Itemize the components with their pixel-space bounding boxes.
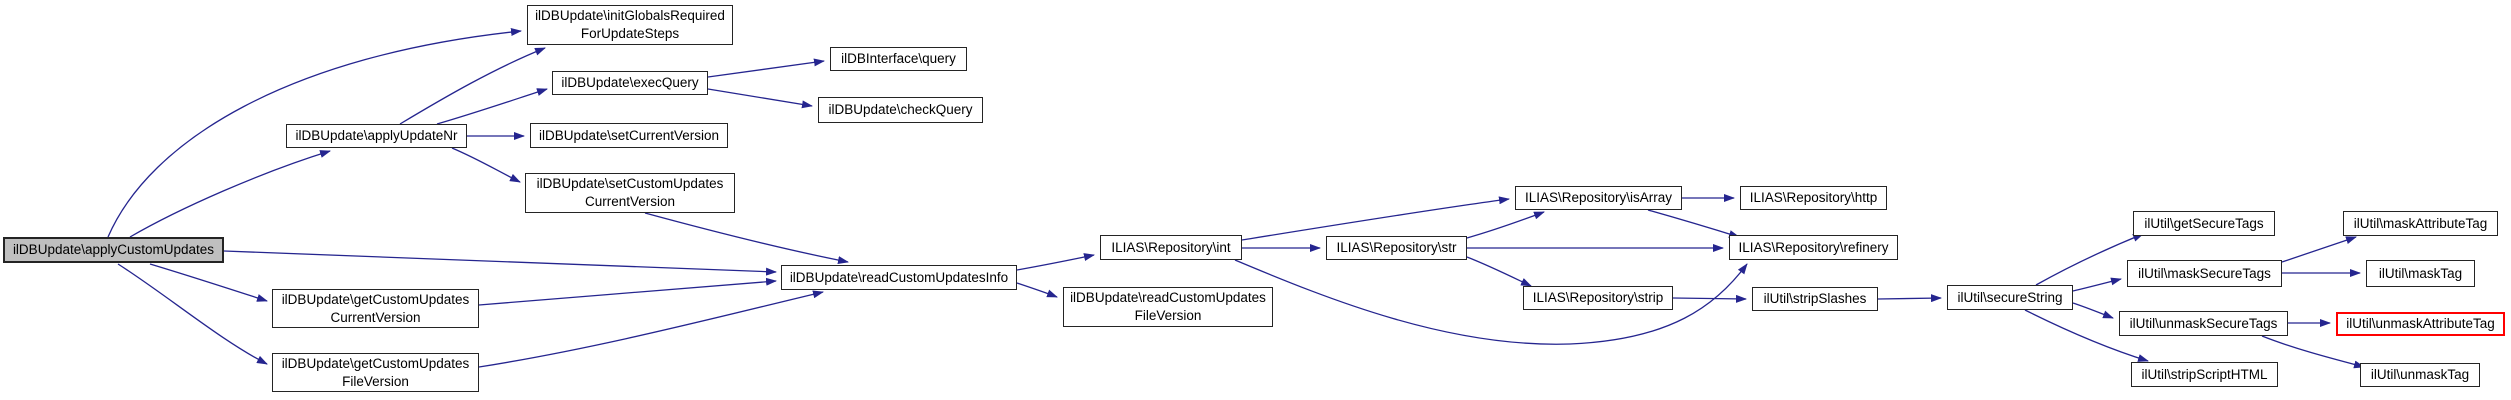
graph-node-label: ilUtil\unmaskAttributeTag: [2346, 316, 2495, 332]
edge-getCustomUpdatesCurrentVersion-to-readCustomUpdatesInfo: [478, 277, 777, 306]
edge-getCustomUpdatesFileVersion-to-readCustomUpdatesInfo: [478, 290, 824, 368]
graph-node-label: ilUtil\secureString: [1957, 289, 2063, 305]
graph-node-label: ILIAS\Repository\int: [1111, 239, 1231, 255]
graph-node-isArray[interactable]: ILIAS\Repository\isArray: [1515, 186, 1682, 210]
graph-node-label: ilUtil\stripScriptHTML: [2141, 366, 2268, 382]
edge-isArray-to-refinery: [1647, 209, 1740, 238]
graph-node-label: ILIAS\Repository\str: [1336, 240, 1457, 256]
edge-readCustomUpdatesInfo-to-readCustomUpdatesFileVersion: [1016, 282, 1058, 298]
graph-node-label: ilDBUpdate\execQuery: [561, 75, 699, 91]
graph-node-query[interactable]: ilDBInterface\query: [830, 47, 967, 71]
graph-node-str[interactable]: ILIAS\Repository\str: [1326, 236, 1467, 260]
edge-int-to-refinery: [1234, 259, 1748, 345]
edge-applyUpdateNr-to-initGlobalsRequiredForUpdateSteps: [399, 47, 546, 125]
graph-node-label: ilUtil\getSecureTags: [2144, 215, 2264, 231]
graph-node-readCustomUpdatesFileVersion[interactable]: ilDBUpdate\readCustomUpdates FileVersion: [1063, 287, 1273, 327]
graph-node-label: ilDBUpdate\setCurrentVersion: [538, 127, 720, 143]
graph-node-maskAttributeTag[interactable]: ilUtil\maskAttributeTag: [2343, 211, 2498, 236]
graph-node-label: ilUtil\maskAttributeTag: [2353, 215, 2488, 231]
graph-node-readCustomUpdatesInfo[interactable]: ilDBUpdate\readCustomUpdatesInfo: [781, 265, 1017, 290]
graph-node-label: ilDBInterface\query: [841, 51, 956, 67]
edge-applyCustomUpdates-to-getCustomUpdatesCurrentVersion: [149, 263, 268, 302]
edge-applyCustomUpdates-to-applyUpdateNr: [129, 150, 331, 238]
edge-applyUpdateNr-to-setCustomUpdatesCurrentVersion: [451, 147, 521, 183]
edge-applyCustomUpdates-to-readCustomUpdatesInfo: [223, 250, 777, 276]
edge-secureString-to-stripScriptHTML: [2024, 309, 2149, 362]
edge-strip-to-stripSlashes: [1672, 294, 1747, 303]
graph-node-unmaskAttributeTag[interactable]: ilUtil\unmaskAttributeTag: [2336, 312, 2505, 336]
graph-node-checkQuery[interactable]: ilDBUpdate\checkQuery: [818, 97, 983, 123]
graph-node-label: ILIAS\Repository\strip: [1532, 290, 1664, 306]
edge-secureString-to-getSecureTags: [2035, 233, 2144, 286]
graph-node-unmaskTag[interactable]: ilUtil\unmaskTag: [2360, 363, 2480, 387]
graph-node-label: ilDBUpdate\getCustomUpdates FileVersion: [281, 355, 470, 389]
graph-node-label: ilDBUpdate\readCustomUpdates FileVersion: [1070, 290, 1266, 323]
edge-str-to-strip: [1466, 256, 1532, 287]
graph-node-maskTag[interactable]: ilUtil\maskTag: [2366, 260, 2475, 287]
edge-readCustomUpdatesInfo-to-int: [1016, 253, 1095, 271]
edge-applyUpdateNr-to-execQuery: [436, 88, 548, 125]
graph-node-refinery[interactable]: ILIAS\Repository\refinery: [1729, 235, 1898, 260]
graph-node-label: ilDBUpdate\setCustomUpdates CurrentVersi…: [536, 176, 724, 209]
edge-str-to-isArray: [1466, 211, 1545, 239]
edge-execQuery-to-checkQuery: [707, 88, 813, 109]
graph-node-label: ilDBUpdate\readCustomUpdatesInfo: [789, 269, 1009, 285]
graph-node-unmaskSecureTags[interactable]: ilUtil\unmaskSecureTags: [2119, 311, 2288, 336]
edge-applyCustomUpdates-to-initGlobalsRequiredForUpdateSteps: [107, 28, 522, 238]
graph-node-label: ilUtil\unmaskTag: [2370, 367, 2470, 383]
graph-node-http[interactable]: ILIAS\Repository\http: [1740, 186, 1887, 210]
graph-node-label: ilDBUpdate\checkQuery: [828, 102, 973, 118]
graph-node-stripSlashes[interactable]: ilUtil\stripSlashes: [1752, 287, 1878, 311]
graph-node-label: ilDBUpdate\initGlobalsRequired ForUpdate…: [535, 8, 725, 41]
graph-node-initGlobalsRequiredForUpdateSteps[interactable]: ilDBUpdate\initGlobalsRequired ForUpdate…: [527, 5, 733, 45]
graph-node-label: ILIAS\Repository\refinery: [1738, 239, 1889, 255]
graph-node-applyCustomUpdates[interactable]: ilDBUpdate\applyCustomUpdates: [3, 237, 224, 263]
graph-node-label: ilUtil\stripSlashes: [1763, 291, 1867, 307]
graph-node-maskSecureTags[interactable]: ilUtil\maskSecureTags: [2127, 260, 2282, 287]
edge-execQuery-to-query: [707, 58, 825, 78]
graph-node-secureString[interactable]: ilUtil\secureString: [1947, 285, 2073, 310]
graph-node-label: ILIAS\Repository\http: [1749, 190, 1878, 206]
edge-maskSecureTags-to-maskAttributeTag: [2281, 236, 2357, 263]
graph-node-label: ilUtil\maskSecureTags: [2138, 265, 2271, 281]
graph-node-getCustomUpdatesCurrentVersion[interactable]: ilDBUpdate\getCustomUpdates CurrentVersi…: [272, 289, 479, 328]
graph-node-stripScriptHTML[interactable]: ilUtil\stripScriptHTML: [2131, 362, 2278, 387]
graph-node-int[interactable]: ILIAS\Repository\int: [1100, 235, 1242, 260]
edge-stripSlashes-to-secureString: [1877, 294, 1942, 303]
graph-node-label: ilDBUpdate\applyUpdateNr: [295, 128, 458, 144]
edge-unmaskSecureTags-to-unmaskTag: [2261, 335, 2365, 369]
edge-int-to-isArray: [1241, 196, 1510, 241]
edge-secureString-to-unmaskSecureTags: [2072, 302, 2114, 319]
graph-node-execQuery[interactable]: ilDBUpdate\execQuery: [552, 71, 708, 95]
graph-node-setCustomUpdatesCurrentVersion[interactable]: ilDBUpdate\setCustomUpdates CurrentVersi…: [525, 173, 735, 213]
edge-secureString-to-maskSecureTags: [2072, 277, 2122, 292]
graph-node-applyUpdateNr[interactable]: ilDBUpdate\applyUpdateNr: [286, 124, 467, 148]
graph-node-setCurrentVersion[interactable]: ilDBUpdate\setCurrentVersion: [530, 123, 728, 148]
graph-node-getSecureTags[interactable]: ilUtil\getSecureTags: [2133, 211, 2275, 236]
graph-node-getCustomUpdatesFileVersion[interactable]: ilDBUpdate\getCustomUpdates FileVersion: [272, 353, 479, 392]
graph-node-label: ilUtil\unmaskSecureTags: [2129, 315, 2278, 331]
edge-applyCustomUpdates-to-getCustomUpdatesFileVersion: [117, 263, 268, 365]
graph-node-label: ilDBUpdate\getCustomUpdates CurrentVersi…: [281, 291, 470, 325]
graph-node-label: ilUtil\maskTag: [2378, 265, 2463, 281]
edge-setCustomUpdatesCurrentVersion-to-readCustomUpdatesInfo: [644, 212, 849, 264]
graph-node-label: ILIAS\Repository\isArray: [1524, 190, 1673, 206]
graph-node-strip[interactable]: ILIAS\Repository\strip: [1523, 286, 1673, 310]
graph-node-label: ilDBUpdate\applyCustomUpdates: [12, 242, 215, 258]
